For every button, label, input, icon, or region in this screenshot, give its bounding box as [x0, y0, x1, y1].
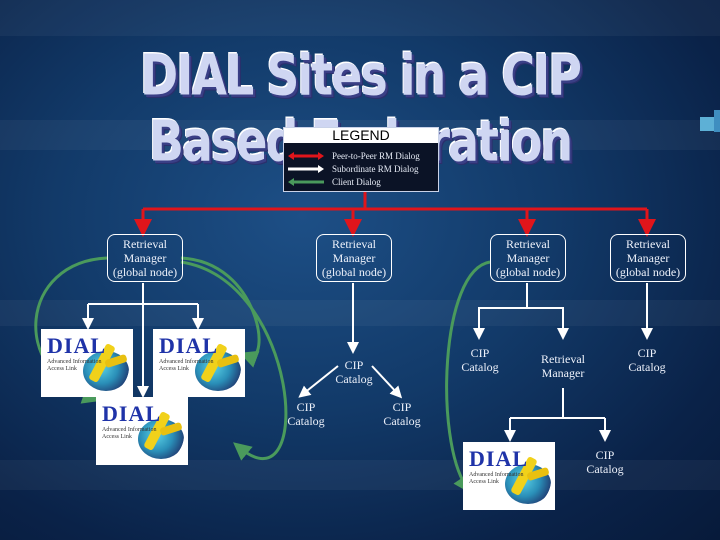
- decorative-square: [700, 117, 714, 131]
- legend-label: Client Dialog: [332, 177, 381, 187]
- sub-link-cip-right: [371, 365, 403, 399]
- node-label: (global node): [321, 265, 387, 279]
- node-label: CIP: [637, 346, 657, 360]
- node-label: CIP: [296, 400, 316, 414]
- logo-subtitle-line: Access Link: [469, 479, 499, 485]
- node-label: Retrieval: [123, 237, 167, 251]
- sub-link-rm3-right: [527, 307, 569, 340]
- node-label: Manager: [332, 251, 376, 265]
- logo-subtitle-line: Advanced Information: [159, 359, 214, 365]
- logo-wordmark: DIAL: [159, 333, 219, 358]
- legend-box: LEGEND Peer-to-Peer RM Dialog Subordinat…: [283, 127, 439, 192]
- logo-wordmark: DIAL: [47, 333, 107, 358]
- background-band: [0, 460, 720, 490]
- decorative-bar: [714, 110, 720, 132]
- node-label: Retrieval: [506, 237, 550, 251]
- logo-wordmark: DIAL: [102, 401, 162, 426]
- logo-subtitle-line: Access Link: [47, 366, 77, 372]
- node-label: Catalog: [628, 360, 666, 374]
- logo-subtitle-line: Advanced Information: [47, 359, 102, 365]
- node-label: Retrieval: [332, 237, 376, 251]
- node-label: (global node): [495, 265, 561, 279]
- node-label: Manager: [506, 251, 550, 265]
- logo-subtitle-line: Access Link: [102, 434, 132, 440]
- logo-subtitle-line: Advanced Information: [102, 427, 157, 433]
- node-label: Manager: [626, 251, 670, 265]
- node-label: Catalog: [461, 360, 499, 374]
- node-label: Manager: [541, 366, 585, 380]
- node-label: CIP: [392, 400, 412, 414]
- legend-label: Peer-to-Peer RM Dialog: [332, 151, 420, 161]
- node-label: Catalog: [383, 414, 421, 428]
- legend-row-subordinate: Subordinate RM Dialog: [288, 163, 436, 175]
- node-label: (global node): [615, 265, 681, 279]
- client-arrow-icon: [288, 178, 324, 186]
- node-label: CIP: [344, 358, 364, 372]
- node-label: Retrieval: [626, 237, 670, 251]
- logo-subtitle-line: Access Link: [159, 366, 189, 372]
- subordinate-arrow-icon: [288, 165, 324, 173]
- node-label: Manager: [123, 251, 167, 265]
- legend-row-peer: Peer-to-Peer RM Dialog: [288, 150, 436, 162]
- node-label: (global node): [112, 265, 178, 279]
- legend-label: Subordinate RM Dialog: [332, 164, 419, 174]
- legend-title: LEGEND: [284, 128, 438, 143]
- client-link-3: [180, 260, 288, 461]
- node-label: Catalog: [586, 462, 624, 476]
- client-link-4: [445, 260, 491, 494]
- legend-row-client: Client Dialog: [288, 176, 436, 188]
- node-label: Catalog: [287, 414, 325, 428]
- node-label: Catalog: [335, 372, 373, 386]
- logo-wordmark: DIAL: [469, 446, 529, 471]
- sub-link-rm3-left: [473, 307, 527, 340]
- peer-arrow-icon: [288, 152, 324, 160]
- logo-subtitle-line: Advanced Information: [469, 472, 524, 478]
- node-label: Retrieval: [541, 352, 585, 366]
- background-band: [0, 0, 720, 36]
- node-label: CIP: [470, 346, 490, 360]
- sub-link-cip-left: [298, 365, 339, 398]
- node-label: CIP: [595, 448, 615, 462]
